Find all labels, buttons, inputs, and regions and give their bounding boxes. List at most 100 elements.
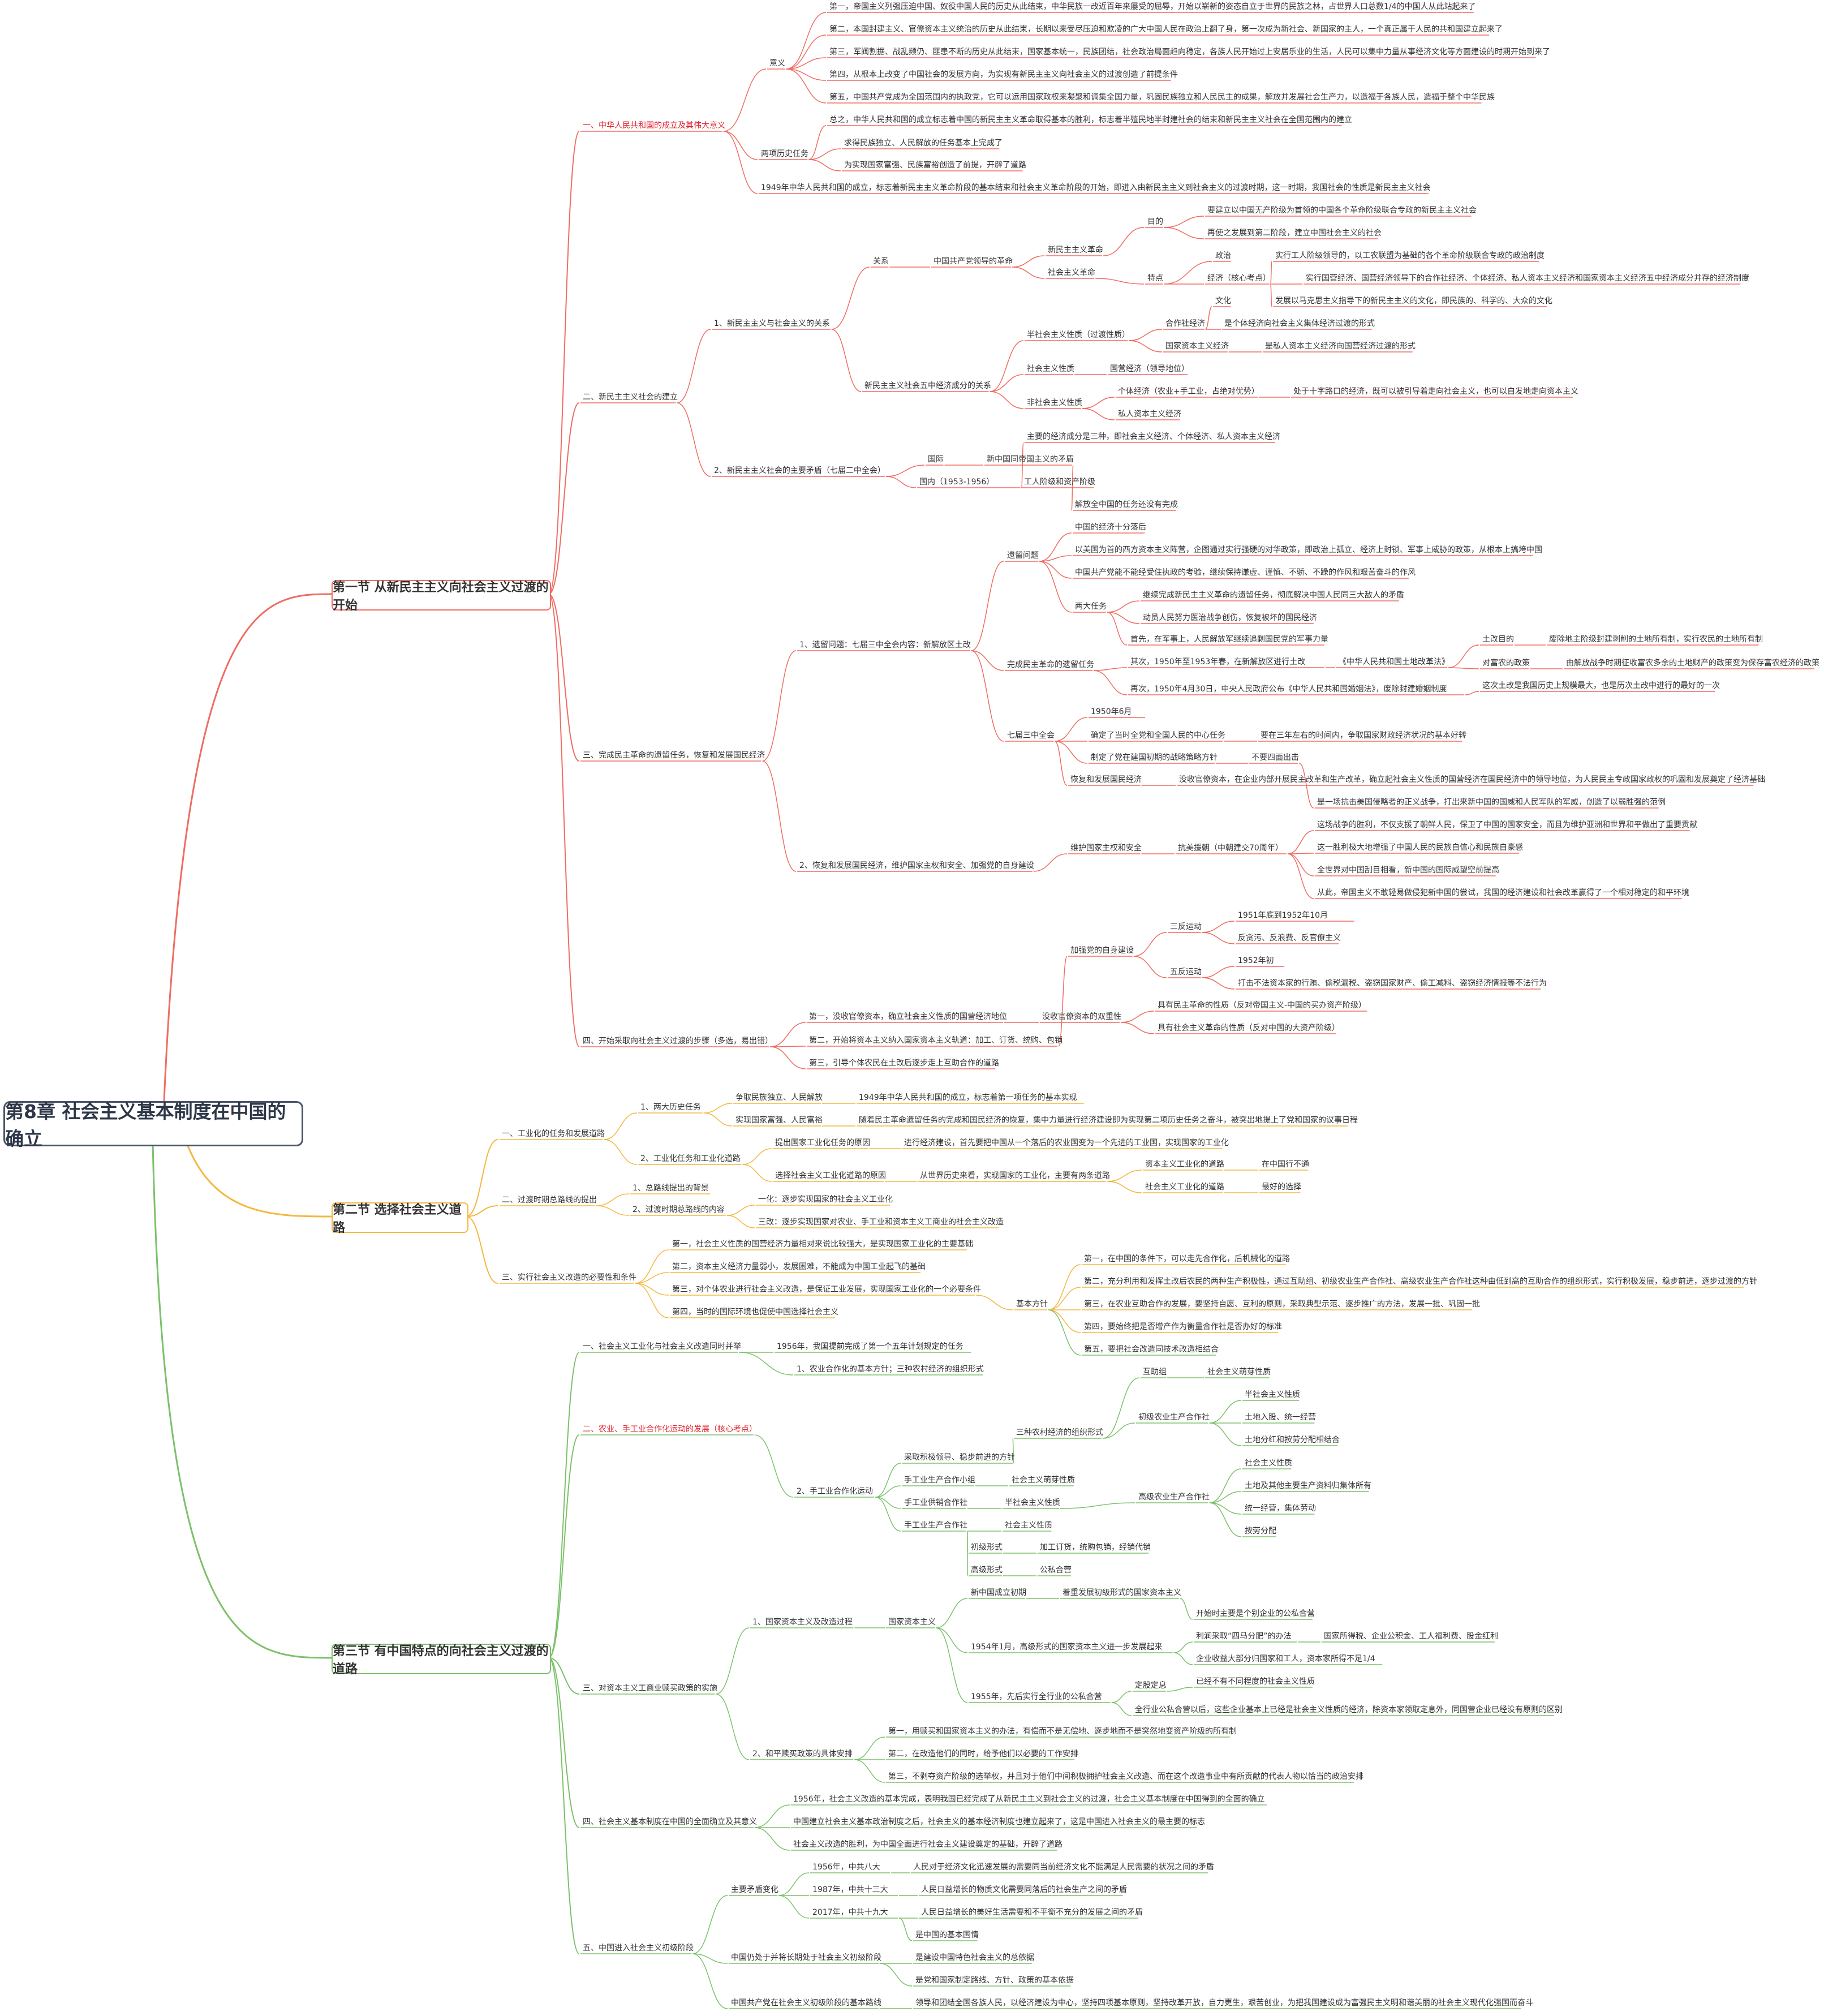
node-label[interactable]: 第二，资本主义经济力量弱小，发展困难，不能成为中国工业起飞的基础	[672, 1262, 926, 1271]
node-label[interactable]: 1、总路线提出的背景	[633, 1184, 709, 1193]
node-label[interactable]: 是建设中国特色社会主义的总依据	[915, 1953, 1034, 1962]
node-label[interactable]: 确定了当时全党和全国人民的中心任务	[1091, 730, 1225, 740]
node-label[interactable]: 第一，用赎买和国家资本主义的办法，有偿而不是无偿地、逐步地而不是突然地变资产阶级…	[888, 1726, 1237, 1736]
node-label[interactable]: 五反运动	[1170, 968, 1202, 977]
node-label[interactable]: 1955年，先后实行全行业的公私合营	[971, 1692, 1102, 1701]
node-label[interactable]: 国家资本主义经济	[1165, 341, 1229, 351]
node-label[interactable]: 工人阶级和资产阶级	[1024, 478, 1095, 487]
node-label[interactable]: 为实现国家富强、民族富裕创造了前提，开辟了道路	[844, 160, 1026, 170]
node-label[interactable]: 这场战争的胜利，不仅支援了朝鲜人民，保卫了中国的国家安全，而且为维护亚洲和世界和…	[1317, 820, 1697, 829]
node-label[interactable]: 非社会主义性质	[1027, 398, 1082, 407]
node-label[interactable]: 1、新民主主义与社会主义的关系	[714, 319, 830, 328]
node-label[interactable]: 第四，要始终把是否增产作为衡量合作社是否办好的标准	[1084, 1322, 1282, 1331]
node-label[interactable]: 第一，没收官僚资本，确立社会主义性质的国营经济地位	[809, 1012, 1007, 1021]
node-label[interactable]: 开始时主要是个别企业的公私合营	[1196, 1609, 1315, 1618]
node-label[interactable]: 1987年，中共十三大	[812, 1885, 888, 1894]
node-label[interactable]: 统一经营，集体劳动	[1245, 1503, 1316, 1513]
node-label[interactable]: 手工业生产合作小组	[904, 1476, 975, 1485]
node-label[interactable]: 完成民主革命的遗留任务	[1007, 660, 1094, 669]
node-label[interactable]: 是一场抗击美国侵略者的正义战争，打出来新中国的国威和人民军队的军威，创造了以弱胜…	[1317, 797, 1666, 807]
node-label[interactable]: 中国共产党在社会主义初级阶段的基本路线	[731, 1998, 881, 2008]
node-label[interactable]: 文化	[1215, 296, 1231, 306]
node-label[interactable]: 互助组	[1143, 1368, 1167, 1377]
node-label[interactable]: 具有社会主义革命的性质（反对中国的大资产阶级）	[1158, 1023, 1340, 1033]
node-label[interactable]: 高级形式	[971, 1565, 1003, 1575]
node-label[interactable]: 国营经济（领导地位）	[1110, 364, 1189, 373]
node-label[interactable]: 新中国同帝国主义的矛盾	[987, 455, 1074, 464]
node-label[interactable]: 四、社会主义基本制度在中国的全面确立及其意义	[583, 1817, 757, 1826]
node-label[interactable]: 其次，1950年至1953年春，在新解放区进行土改	[1130, 657, 1305, 667]
node-label[interactable]: 不要四面出击	[1251, 753, 1299, 762]
node-label[interactable]: 合作社经济	[1165, 319, 1205, 328]
node-label[interactable]: 1、国家资本主义及改造过程	[752, 1617, 853, 1627]
node-label[interactable]: 初级形式	[971, 1542, 1003, 1552]
node-label[interactable]: 1951年底到1952年10月	[1238, 911, 1328, 920]
node-label[interactable]: 1950年6月	[1091, 707, 1132, 716]
node-label[interactable]: 新民主主义社会五中经济成分的关系	[864, 381, 991, 390]
node-label[interactable]: 社会主义改造的胜利，为中国全面进行社会主义建设奠定的基础，开辟了道路	[793, 1839, 1062, 1849]
node-label[interactable]: 人民日益增长的美好生活需要和不平衡不充分的发展之间的矛盾	[921, 1908, 1143, 1917]
node-label[interactable]: 没收官僚资本的双重性	[1042, 1012, 1121, 1021]
node-label[interactable]: 经济（核心考点）	[1207, 274, 1271, 283]
node-label[interactable]: 领导和团结全国各族人民，以经济建设为中心，坚持四项基本原则，坚持改革开放，自力更…	[915, 1998, 1533, 2008]
node-label[interactable]: 中国仍处于并将长期处于社会主义初级阶段	[731, 1953, 881, 1962]
node-label[interactable]: 社会主义革命	[1048, 268, 1095, 277]
node-label[interactable]: 没收官僚资本，在企业内部开展民主改革和生产改革，确立起社会主义性质的国营经济在国…	[1179, 775, 1765, 784]
node-label[interactable]: 选择社会主义工业化道路的原因	[775, 1171, 886, 1180]
node-label[interactable]: 土地及其他主要生产资料归集体所有	[1245, 1481, 1371, 1490]
node-label[interactable]: 恢复和发展国民经济	[1070, 775, 1142, 784]
node-label[interactable]: 三改：逐步实现国家对农业、手工业和资本主义工商业的社会主义改造	[758, 1217, 1004, 1227]
node-label[interactable]: 抗美援朝（中朝建交70周年）	[1178, 843, 1283, 853]
node-label[interactable]: 对富农的政策	[1482, 658, 1530, 668]
node-label[interactable]: 继续完成新民主主义革命的遗留任务，彻底解决中国人民同三大敌人的矛盾	[1143, 590, 1404, 600]
node-label[interactable]: 社会主义性质	[1005, 1521, 1052, 1530]
node-label[interactable]: 第二，开始将资本主义纳入国家资本主义轨道：加工、订货、统购、包销	[809, 1035, 1062, 1045]
node-label[interactable]: 三、实行社会主义改造的必要性和条件	[502, 1273, 636, 1282]
node-label[interactable]: 反贪污、反浪费、反官僚主义	[1238, 934, 1341, 943]
node-label[interactable]: 第三，引导个体农民在土改后逐步走上互助合作的道路	[809, 1058, 999, 1068]
node-label[interactable]: 2、过渡时期总路线的内容	[633, 1205, 725, 1214]
node-label[interactable]: 中国共产党能不能经受住执政的考验，继续保持谦虚、谨慎、不骄、不躁的作风和艰苦奋斗…	[1075, 568, 1416, 577]
node-label[interactable]: 企业收益大部分归国家和工人，资本家所得不足1/4	[1196, 1654, 1375, 1663]
node-label[interactable]: 这一胜利极大地增强了中国人民的民族自信心和民族自豪感	[1317, 842, 1523, 852]
node-label[interactable]: 第二，本国封建主义、官僚资本主义统治的历史从此结束，长期以来受尽压迫和欺凌的广大…	[829, 24, 1503, 34]
node-label[interactable]: 遗留问题	[1007, 551, 1039, 560]
node-label[interactable]: 土地入股、统一经营	[1245, 1413, 1316, 1422]
node-label[interactable]: 是私人资本主义经济向国营经济过渡的形式	[1265, 342, 1416, 351]
node-label[interactable]: 手工业生产合作社	[904, 1521, 967, 1530]
node-label[interactable]: 1、遗留问题：七届三中全会内容：新解放区土改	[799, 640, 971, 650]
node-label[interactable]: 一、工业化的任务和发展道路	[502, 1129, 605, 1138]
node-label[interactable]: 发展以马克思主义指导下的新民主主义的文化，即民族的、科学的、大众的文化	[1275, 296, 1552, 306]
node-label[interactable]: 基本方针	[1016, 1299, 1048, 1309]
node-label[interactable]: 实行国营经济、国营经济领导下的合作社经济、个体经济、私人资本主义经济和国家资本主…	[1306, 273, 1749, 283]
node-label[interactable]: 三、完成民主革命的遗留任务，恢复和发展国民经济	[583, 750, 765, 760]
node-label[interactable]: 四、开始采取向社会主义过渡的步骤（多选，易出错）	[583, 1036, 773, 1046]
node-label[interactable]: 新民主主义革命	[1048, 245, 1103, 255]
node-label[interactable]: 进行经济建设，首先要把中国从一个落后的农业国变为一个先进的工业国，实现国家的工业…	[904, 1138, 1229, 1147]
node-label[interactable]: 实行工人阶级领导的，以工农联盟为基础的各个革命阶级联合专政的政治制度	[1275, 251, 1545, 260]
node-label[interactable]: 2、手工业合作化运动	[797, 1487, 873, 1496]
node-label[interactable]: 第五，要把社会改造同技术改造相结合	[1084, 1344, 1219, 1354]
node-label[interactable]: 利润采取“四马分肥”的办法	[1196, 1632, 1292, 1641]
node-label[interactable]: 中国的经济十分落后	[1075, 523, 1146, 532]
node-label[interactable]: 土地分红和按劳分配相结合	[1245, 1435, 1340, 1445]
node-label[interactable]: 社会主义性质	[1027, 364, 1074, 373]
node-label[interactable]: 加强党的自身建设	[1070, 946, 1134, 955]
node-label[interactable]: 1、农业合作化的基本方针；三种农村经济的组织形式	[797, 1364, 984, 1374]
node-label[interactable]: 2、新民主主义社会的主要矛盾（七届二中全会）	[714, 466, 885, 475]
node-label[interactable]: 主要的经济成分是三种，即社会主义经济、个体经济、私人资本主义经济	[1027, 432, 1280, 441]
node-label[interactable]: 再使之发展到第二阶段，建立中国社会主义的社会	[1207, 228, 1382, 238]
node-label[interactable]: 全行业公私合营以后，这些企业基本上已经是社会主义性质的经济，除资本家领取定息外，…	[1135, 1705, 1563, 1714]
node-label[interactable]: 两项历史任务	[761, 149, 808, 158]
root-topic[interactable]: 第8章 社会主义基本制度在中国的确立	[3, 1101, 303, 1150]
node-label[interactable]: 二、农业、手工业合作化运动的发展（核心考点）	[583, 1425, 757, 1434]
node-label[interactable]: 1、两大历史任务	[640, 1103, 701, 1112]
node-label[interactable]: 资本主义工业化的道路	[1145, 1160, 1224, 1169]
node-label[interactable]: 采取积极领导、稳步前进的方针	[904, 1452, 1015, 1462]
node-label[interactable]: 国际	[928, 455, 944, 464]
node-label[interactable]: 第五，中国共产党成为全国范围内的执政党，它可以运用国家政权来凝聚和调集全国力量，…	[829, 92, 1495, 102]
node-label[interactable]: 从世界历史来看，实现国家的工业化，主要有两条道路	[920, 1171, 1110, 1180]
node-label[interactable]: 从此，帝国主义不敢轻易做侵犯新中国的尝试，我国的经济建设和社会改革赢得了一个相对…	[1317, 888, 1689, 897]
node-label[interactable]: 第三，不剥夺资产阶级的选举权，并且对于他们中间积极拥护社会主义改造、而在这个改造…	[888, 1772, 1363, 1781]
node-label[interactable]: 解放全中国的任务还没有完成	[1075, 500, 1178, 509]
